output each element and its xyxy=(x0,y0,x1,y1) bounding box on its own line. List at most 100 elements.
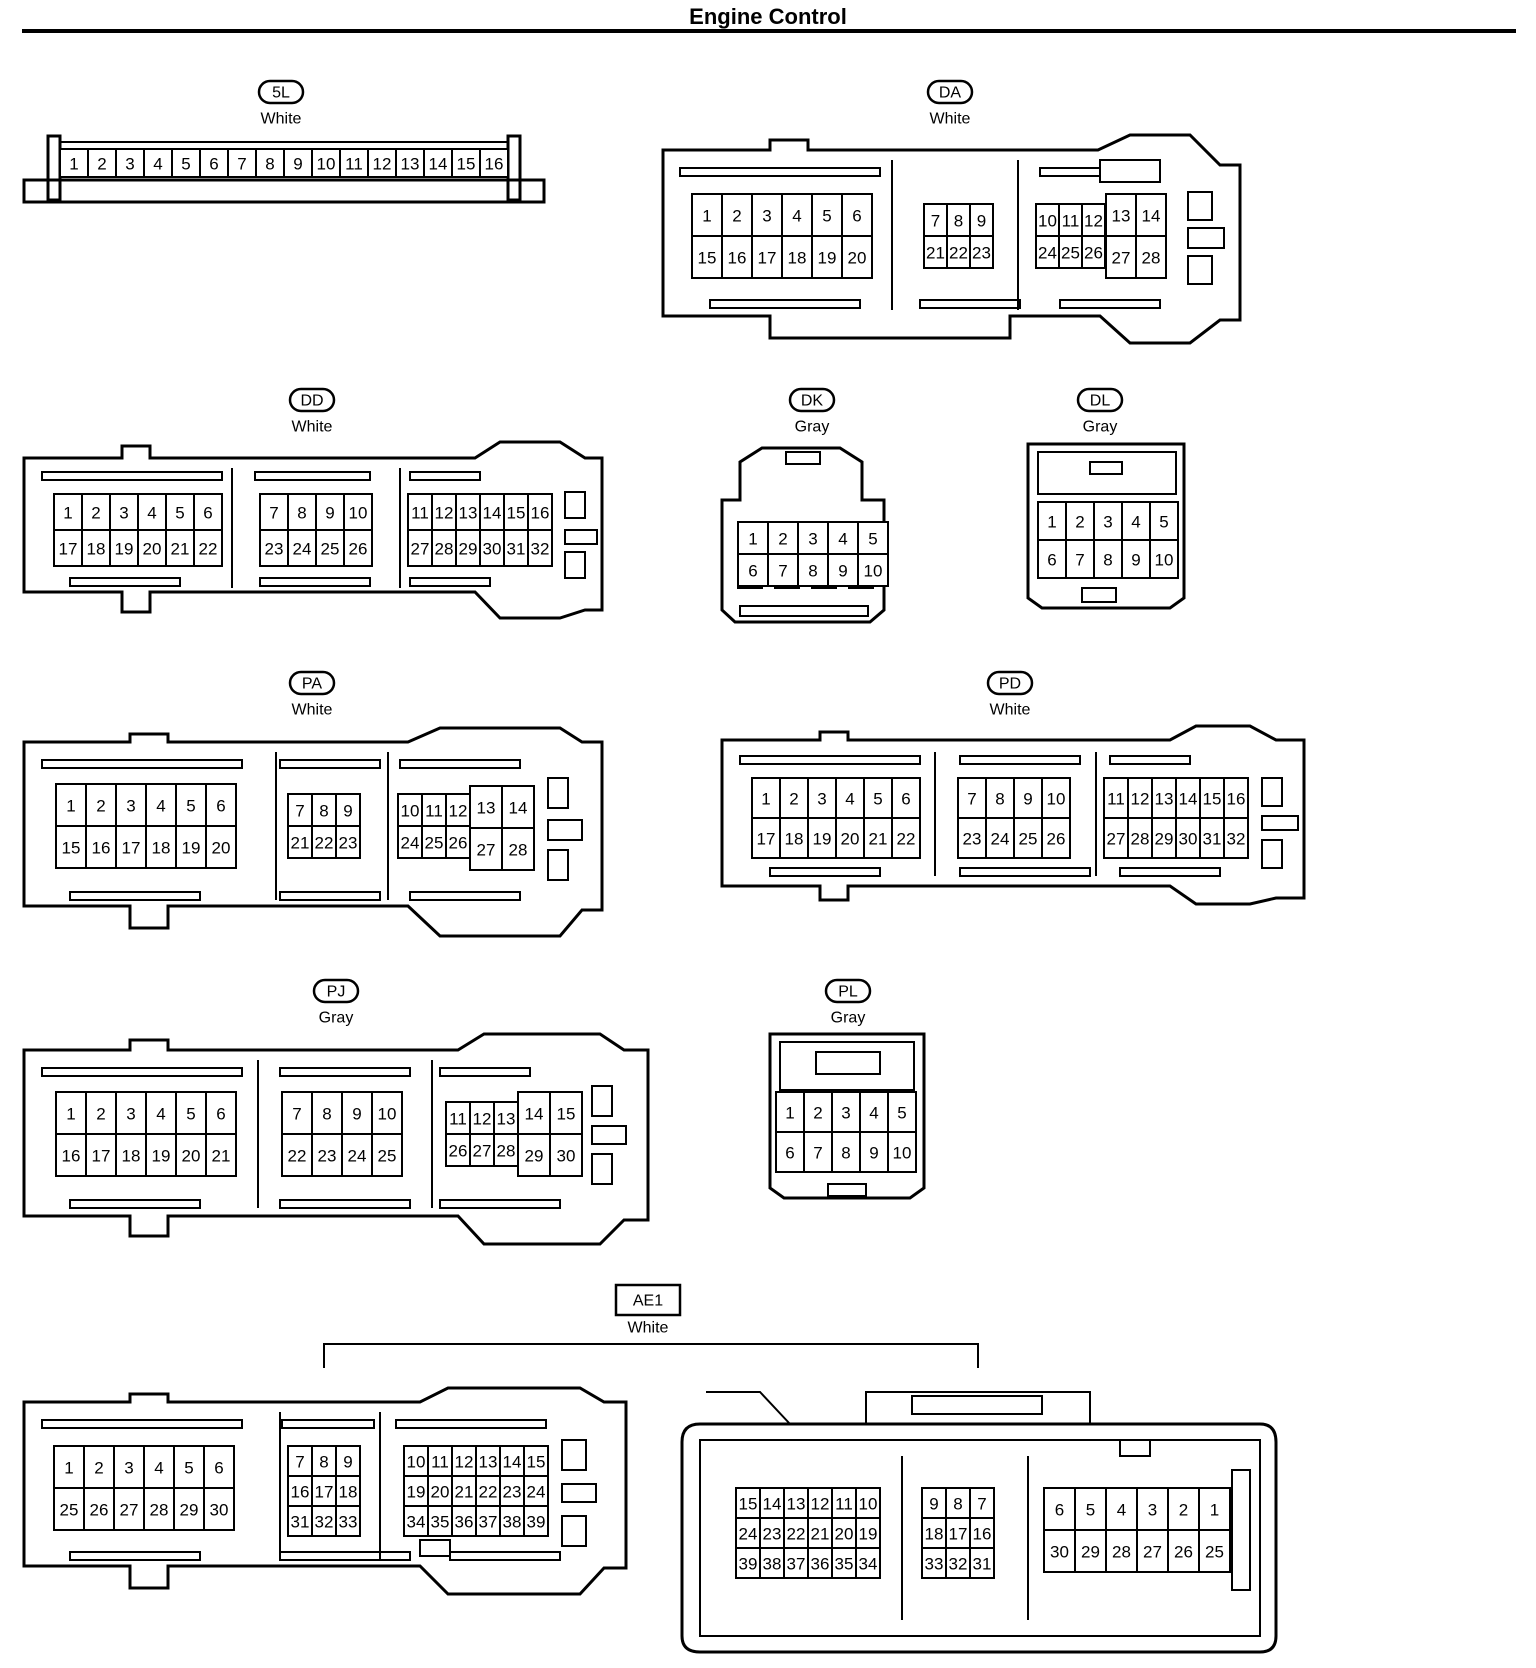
pin-cell xyxy=(811,235,843,279)
pin-cell xyxy=(1135,235,1167,279)
pin-cell xyxy=(205,1133,237,1177)
pin-number: 37 xyxy=(479,1513,498,1532)
pin-cell xyxy=(1074,1487,1107,1531)
pin-number: 8 xyxy=(297,504,306,523)
pin-number: 1 xyxy=(1047,513,1056,532)
pin-number: 11 xyxy=(1107,790,1125,809)
pin-number: 17 xyxy=(758,249,777,268)
pin-number: 4 xyxy=(153,155,162,174)
connector-color-label: White xyxy=(930,111,971,128)
pin-cell xyxy=(85,1091,117,1135)
pin-number: 6 xyxy=(209,155,218,174)
pin-cell xyxy=(1041,777,1071,819)
pin-number: 1 xyxy=(702,207,711,226)
pin-number: 6 xyxy=(216,1105,225,1124)
pin-number: 2 xyxy=(97,155,106,174)
pin-number: 14 xyxy=(429,155,448,174)
pin-number: 21 xyxy=(291,834,310,853)
pin-number: 10 xyxy=(317,155,336,174)
pin-number: 18 xyxy=(339,1483,358,1502)
pin-number: 12 xyxy=(473,1110,492,1129)
pin-cell xyxy=(343,493,373,531)
pin-number: 10 xyxy=(893,1144,912,1163)
pin-number: 20 xyxy=(841,830,860,849)
pin-number: 21 xyxy=(869,830,888,849)
pin-number: 28 xyxy=(150,1501,169,1520)
pin-cell xyxy=(335,1445,361,1477)
pin-number: 6 xyxy=(203,504,212,523)
connector-color-label: Gray xyxy=(795,419,830,436)
pin-number: 22 xyxy=(897,830,916,849)
pin-number: 28 xyxy=(1131,830,1150,849)
pin-cell xyxy=(311,1133,343,1177)
pin-cell xyxy=(311,825,337,859)
pin-cell xyxy=(469,1101,495,1135)
pin-cell xyxy=(451,148,481,178)
pin-cell xyxy=(479,148,509,178)
pin-number: 16 xyxy=(973,1525,992,1544)
pin-number: 5 xyxy=(175,504,184,523)
pin-number: 14 xyxy=(525,1105,544,1124)
pin-number: 21 xyxy=(455,1483,474,1502)
pin-cell xyxy=(1013,777,1043,819)
pin-cell xyxy=(1149,539,1179,579)
pin-number: 8 xyxy=(319,802,328,821)
pin-cell xyxy=(421,793,447,827)
pin-number: 18 xyxy=(152,839,171,858)
pin-number: 7 xyxy=(1075,551,1084,570)
pin-cell xyxy=(891,817,921,859)
connector-id-pill xyxy=(926,79,974,105)
pin-cell xyxy=(691,235,723,279)
pin-number: 12 xyxy=(435,504,454,523)
pin-number: 1 xyxy=(785,1104,794,1123)
pin-number: 16 xyxy=(62,1147,81,1166)
pin-number: 17 xyxy=(122,839,141,858)
pin-number: 5 xyxy=(873,790,882,809)
pin-cell xyxy=(143,1487,175,1531)
pin-cell xyxy=(475,1505,501,1537)
pin-number: 25 xyxy=(1061,244,1080,263)
pin-number: 3 xyxy=(126,1105,135,1124)
pin-cell xyxy=(759,1487,785,1519)
pin-number: 24 xyxy=(991,830,1010,849)
pin-number: 12 xyxy=(1131,790,1150,809)
pin-cell xyxy=(469,1133,495,1167)
pin-number: 2 xyxy=(732,207,741,226)
pin-number: 34 xyxy=(859,1555,878,1574)
pin-number: 9 xyxy=(343,802,352,821)
connector-AE1-left-housing xyxy=(22,1386,628,1596)
pin-number: 12 xyxy=(373,155,392,174)
pin-number: 18 xyxy=(122,1147,141,1166)
pin-cell xyxy=(945,1547,971,1579)
pin-number: 20 xyxy=(182,1147,201,1166)
pin-cell xyxy=(145,1091,177,1135)
pin-cell xyxy=(1149,501,1179,541)
connector-id-box xyxy=(614,1283,682,1317)
pin-number: 7 xyxy=(269,504,278,523)
pin-cell xyxy=(287,1505,313,1537)
pin-cell xyxy=(527,493,553,531)
pin-cell xyxy=(1127,817,1153,859)
pin-number: 22 xyxy=(315,834,334,853)
pin-number: 19 xyxy=(813,830,832,849)
connector-color-label: White xyxy=(628,1320,669,1337)
pin-number: 38 xyxy=(763,1555,782,1574)
pin-number: 5 xyxy=(822,207,831,226)
pin-cell xyxy=(969,235,994,269)
pin-cell xyxy=(857,553,889,587)
pin-number: 27 xyxy=(411,540,430,559)
pin-number: 1 xyxy=(63,504,72,523)
pin-number: 8 xyxy=(322,1105,331,1124)
pin-number: 18 xyxy=(785,830,804,849)
pin-number: 2 xyxy=(789,790,798,809)
pin-number: 3 xyxy=(841,1104,850,1123)
connector-id-label: 5L xyxy=(272,85,290,102)
pin-cell xyxy=(479,493,505,531)
pin-cell xyxy=(343,529,373,567)
